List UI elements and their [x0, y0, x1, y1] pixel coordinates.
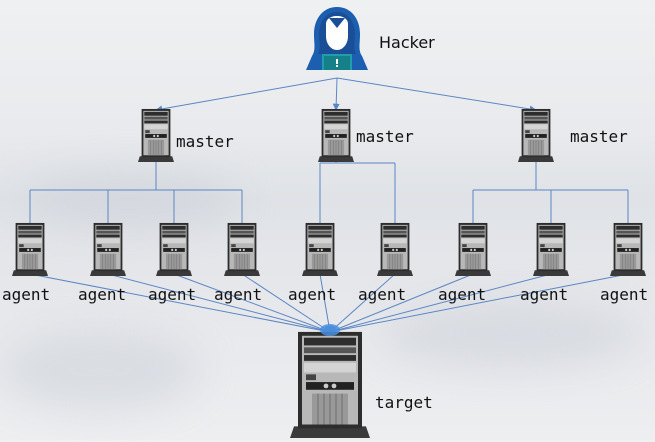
agent-to-target-link — [329, 273, 396, 333]
server-tower-icon — [455, 222, 491, 276]
agent-to-target-link — [329, 273, 474, 333]
server-tower-icon — [610, 222, 646, 276]
server-tower-icon — [156, 222, 192, 276]
agent-label: agent — [520, 285, 569, 304]
agent-to-target-link — [329, 273, 629, 335]
impact-glow — [320, 324, 340, 336]
server-tower-icon — [302, 222, 338, 276]
agent-to-target-link — [107, 273, 331, 334]
server-tower-icon — [377, 222, 413, 276]
hooded-hacker-icon — [306, 7, 368, 70]
agent-label: agent — [600, 285, 649, 304]
server-tower-icon — [90, 222, 126, 276]
server-tower-icon — [224, 222, 260, 276]
agent-to-target-link — [29, 273, 331, 335]
hacker-node — [302, 4, 372, 74]
target-node — [290, 330, 370, 438]
background-cloud — [20, 170, 240, 230]
agent-to-target-link — [329, 273, 552, 334]
target-label: target — [375, 393, 433, 412]
agent-node — [224, 222, 260, 276]
agent-node — [533, 222, 569, 276]
agent-label: agent — [214, 285, 263, 304]
server-tower-icon — [138, 108, 174, 162]
server-tower-icon — [533, 222, 569, 276]
agent-label: agent — [438, 285, 487, 304]
master-label: master — [356, 127, 414, 146]
hacker-label: Hacker — [379, 33, 435, 52]
hacker-to-master-link — [332, 77, 340, 111]
agent-label: agent — [78, 285, 127, 304]
agent-node — [455, 222, 491, 276]
agent-label: agent — [288, 285, 337, 304]
agent-to-target-link — [241, 273, 331, 333]
agent-node — [12, 222, 48, 276]
background-cloud — [380, 300, 640, 370]
agent-node — [156, 222, 192, 276]
agent-node — [610, 222, 646, 276]
server-tower-icon — [290, 331, 370, 438]
agent-node — [90, 222, 126, 276]
agent-label: agent — [358, 285, 407, 304]
hacker-to-master-link — [155, 77, 338, 113]
agent-to-target-link — [319, 273, 333, 333]
master-label: master — [570, 127, 628, 146]
agent-node — [377, 222, 413, 276]
master-node — [518, 108, 554, 162]
master-node — [138, 108, 174, 162]
agent-to-target-link — [173, 273, 331, 334]
master-label: master — [176, 132, 234, 151]
background-cloud — [0, 330, 200, 410]
server-tower-icon — [12, 222, 48, 276]
agent-label: agent — [2, 285, 51, 304]
agent-label: agent — [148, 285, 197, 304]
agent-node — [302, 222, 338, 276]
hacker-to-master-link — [336, 77, 537, 113]
server-tower-icon — [518, 108, 554, 162]
master-node — [318, 108, 354, 162]
server-tower-icon — [318, 108, 354, 162]
